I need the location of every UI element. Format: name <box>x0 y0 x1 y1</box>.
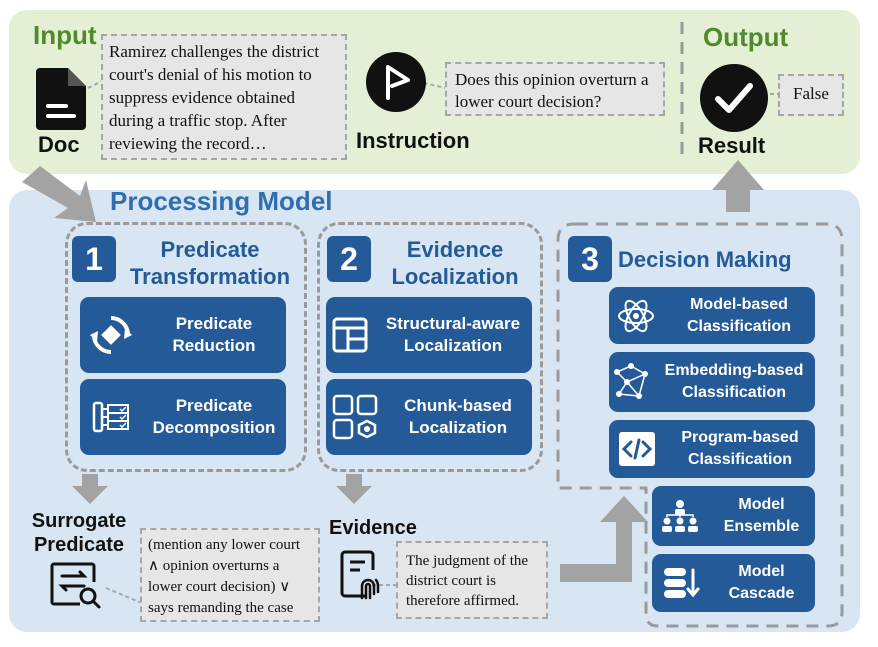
model-classification-label: Model-based Classification <box>686 295 792 335</box>
step1-container <box>65 222 307 472</box>
predicate-reduction-label: Predicate Reduction <box>172 314 256 355</box>
evidence-label: Evidence <box>329 517 417 539</box>
predicate-decomposition-card[interactable]: Predicate Decomposition <box>80 379 286 455</box>
layout-icon <box>326 317 374 353</box>
surrogate-text-box: (mention any lower court ∧ opinion overt… <box>140 528 320 622</box>
embedding-classification-label: Embedding-based Classification <box>664 362 804 401</box>
structural-localization-label: Structural-aware Localization <box>385 314 521 355</box>
surrogate-label: Surrogate Predicate <box>31 510 127 556</box>
cycle-icon <box>80 313 142 357</box>
step2-title-line1: Evidence <box>406 237 504 262</box>
arrow-input-to-processing <box>22 166 96 222</box>
embedding-classification-card[interactable]: Embedding-based Classification <box>609 352 815 412</box>
arrow-step1-down <box>72 474 108 504</box>
instruction-text-box: Does this opinion overturn a lower court… <box>445 62 665 116</box>
step2-title-line2: Localization <box>391 264 519 289</box>
check-icon <box>700 64 768 132</box>
doc-text-box: Ramirez challenges the district court's … <box>101 34 347 160</box>
step1-title: Predicate Transformation <box>120 236 300 290</box>
predicate-reduction-card[interactable]: Predicate Reduction <box>80 297 286 373</box>
ensemble-icon <box>652 499 708 533</box>
model-cascade-card[interactable]: Model Cascade <box>652 554 815 612</box>
step2-container <box>317 222 543 472</box>
predicate-decomposition-label: Predicate Decomposition <box>152 396 276 437</box>
model-classification-card[interactable]: Model-based Classification <box>609 287 815 344</box>
evidence-text-box: The judgment of the district court is th… <box>396 541 548 619</box>
instruction-icon <box>366 52 426 112</box>
step1-title-line1: Predicate <box>160 237 260 262</box>
doc-label: Doc <box>38 132 80 157</box>
fingerprint-document-icon <box>340 550 380 600</box>
instruction-connector <box>409 79 447 89</box>
program-classification-card[interactable]: Program-based Classification <box>609 420 815 478</box>
instruction-label: Instruction <box>356 128 470 153</box>
model-ensemble-card[interactable]: Model Ensemble <box>652 486 815 546</box>
arrow-processing-to-output <box>712 160 764 212</box>
processing-title: Processing Model <box>110 186 333 216</box>
structural-localization-card[interactable]: Structural-aware Localization <box>326 297 532 373</box>
chunks-icon <box>326 394 384 440</box>
atom-icon <box>609 296 663 336</box>
code-icon <box>609 431 665 467</box>
network-icon <box>609 362 653 402</box>
step1-title-line2: Transformation <box>129 264 291 289</box>
step1-number: 1 <box>72 236 116 282</box>
program-classification-label: Program-based Classification <box>681 429 799 468</box>
step2-title: Evidence Localization <box>374 236 536 290</box>
document-icon <box>36 68 86 130</box>
model-cascade-label: Model Cascade <box>728 563 795 602</box>
search-filter-icon <box>50 562 101 609</box>
model-ensemble-label: Model Ensemble <box>723 496 800 535</box>
step3-number: 3 <box>568 236 612 282</box>
step2-number: 2 <box>327 236 371 282</box>
chunk-localization-card[interactable]: Chunk-based Localization <box>326 379 532 455</box>
output-title: Output <box>703 22 789 52</box>
decomposition-icon <box>80 395 142 439</box>
result-value-box: False <box>778 74 844 116</box>
chunk-localization-label: Chunk-based Localization <box>404 396 512 437</box>
input-title: Input <box>33 20 97 50</box>
step3-title: Decision Making <box>618 247 792 272</box>
cascade-icon <box>652 566 708 600</box>
arrow-evidence-to-step3 <box>560 496 648 582</box>
result-label: Result <box>698 133 766 158</box>
arrow-step2-down <box>336 474 372 504</box>
